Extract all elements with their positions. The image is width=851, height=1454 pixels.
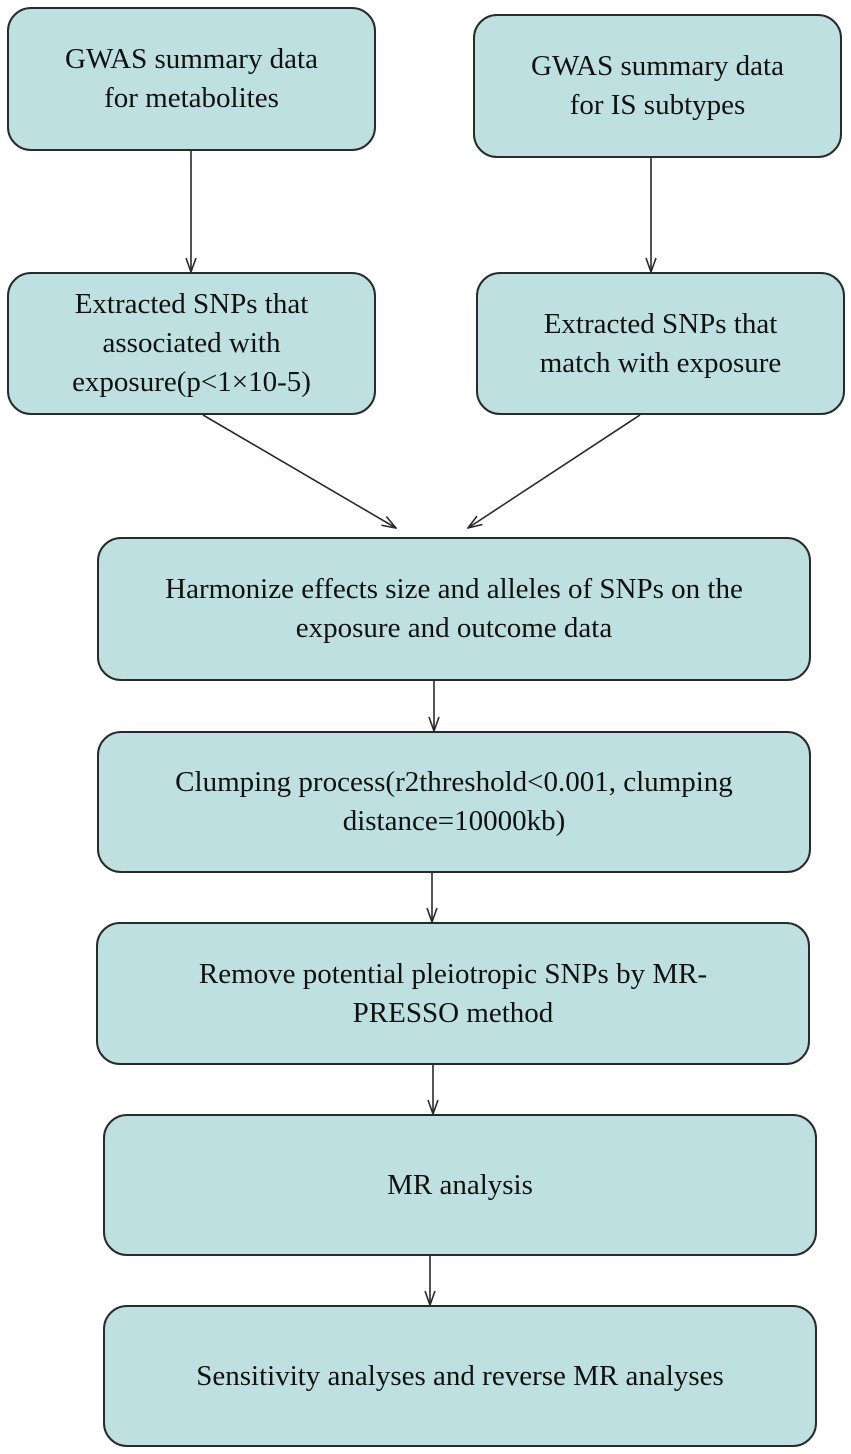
box-text-line: distance=10000kb) [342,805,566,837]
box-text-line: Extracted SNPs that [543,307,778,340]
mr-analysis-box: MR analysis [103,1114,817,1256]
box-text-line: PRESSO method [352,996,554,1029]
box-text-line: exposure(p<1×10-5) [72,366,311,398]
arrow-match-to-harmonize [468,414,641,528]
gwas-is-subtypes-box: GWAS summary data for IS subtypes [473,14,842,158]
box-text-line: Remove potential pleiotropic SNPs by MR- [198,957,708,990]
box-text-line: Extracted SNPs that [74,288,309,320]
box-text-line: GWAS summary data [65,43,318,75]
harmonize-box: Harmonize effects size and alleles of SN… [97,537,811,681]
box-text-line: for IS subtypes [569,89,746,121]
box-text-line: GWAS summary data [531,50,784,82]
box-text-line: Sensitivity analyses and reverse MR anal… [196,1359,724,1392]
clumping-box: Clumping process(r2threshold<0.001, clum… [97,731,811,873]
box-text-line: Harmonize effects size and alleles of SN… [165,573,743,605]
mr-presso-box: Remove potential pleiotropic SNPs by MR-… [96,922,810,1065]
box-text-line: Clumping process(r2threshold<0.001, clum… [175,766,733,798]
box-text-line: exposure and outcome data [295,612,613,644]
arrow-extracted-to-harmonize [202,414,396,528]
extracted-match-snps-box: Extracted SNPs that match with exposure [476,272,845,415]
extracted-exposure-snps-box: Extracted SNPs that associated with expo… [7,272,376,415]
box-text-line: associated with [102,327,281,359]
box-text-line: for metabolites [104,82,279,114]
box-text-line: MR analysis [387,1168,533,1201]
gwas-metabolites-box: GWAS summary data for metabolites [7,7,376,151]
box-text-line: match with exposure [539,346,782,379]
sensitivity-analyses-box: Sensitivity analyses and reverse MR anal… [103,1305,817,1447]
